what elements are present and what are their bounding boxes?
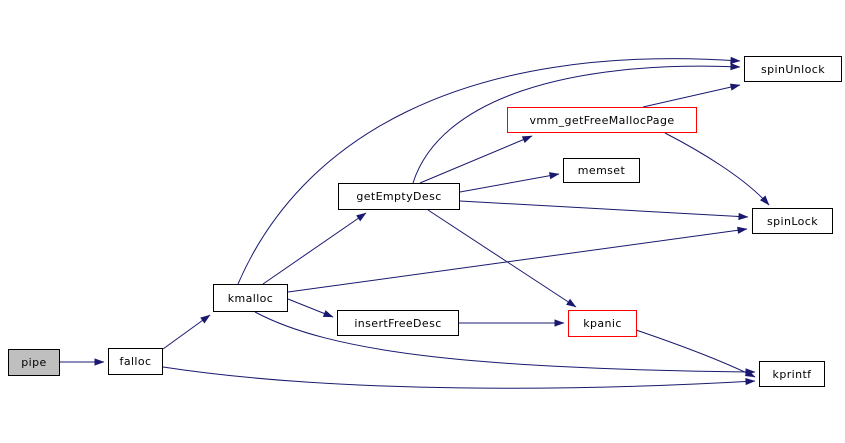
- node-vmm_getFreeMallocPage[interactable]: vmm_getFreeMallocPage: [507, 107, 697, 133]
- node-insertFreeDesc-label: insertFreeDesc: [354, 316, 442, 330]
- edge-kmalloc-to-spinLock: [287, 226, 748, 293]
- node-kmalloc-label: kmalloc: [227, 291, 274, 305]
- node-falloc-label: falloc: [119, 355, 152, 368]
- node-getEmptyDesc[interactable]: getEmptyDesc: [338, 183, 460, 210]
- edge-kmalloc-to-kprintf: [254, 311, 756, 376]
- node-spinLock-label: spinLock: [766, 214, 819, 228]
- edge-kmalloc-to-insertFreeDesc: [287, 298, 334, 318]
- edge-kpanic-to-kprintf: [635, 329, 756, 378]
- node-getEmptyDesc-label: getEmptyDesc: [356, 190, 442, 203]
- node-kmalloc[interactable]: kmalloc: [213, 284, 288, 312]
- edge-getEmptyDesc-to-spinLock: [459, 200, 749, 221]
- node-vmm_getFreeMallocPage-label: vmm_getFreeMallocPage: [529, 113, 675, 127]
- edge-getEmptyDesc-to-kpanic: [427, 209, 577, 308]
- edge-kmalloc-to-spinUnlock: [237, 56, 741, 285]
- node-memset[interactable]: memset: [563, 158, 640, 183]
- node-kprintf[interactable]: kprintf: [759, 361, 825, 387]
- edge-vmm-to-spinUnlock: [642, 83, 741, 108]
- edge-falloc-to-kmalloc: [162, 314, 211, 350]
- edge-getEmptyDesc-to-vmm: [419, 135, 533, 184]
- edge-getEmptyDesc-to-memset: [459, 172, 560, 193]
- node-spinUnlock-label: spinUnlock: [761, 62, 825, 76]
- node-memset-label: memset: [577, 164, 626, 177]
- edge-falloc-to-kprintf: [162, 366, 756, 389]
- node-falloc[interactable]: falloc: [108, 348, 163, 375]
- node-spinLock[interactable]: spinLock: [752, 208, 833, 234]
- node-spinUnlock[interactable]: spinUnlock: [744, 56, 842, 82]
- node-kprintf-label: kprintf: [772, 367, 812, 381]
- node-kpanic-label: kpanic: [583, 317, 622, 330]
- node-kpanic[interactable]: kpanic: [568, 310, 637, 337]
- node-pipe: pipe: [8, 349, 60, 376]
- node-insertFreeDesc[interactable]: insertFreeDesc: [337, 310, 459, 336]
- edge-getEmptyDesc-to-spinUnlock: [412, 63, 741, 184]
- node-pipe-label: pipe: [21, 356, 47, 369]
- edge-kmalloc-to-getEmptyDesc: [262, 212, 367, 285]
- edge-vmm-to-spinLock: [664, 132, 770, 206]
